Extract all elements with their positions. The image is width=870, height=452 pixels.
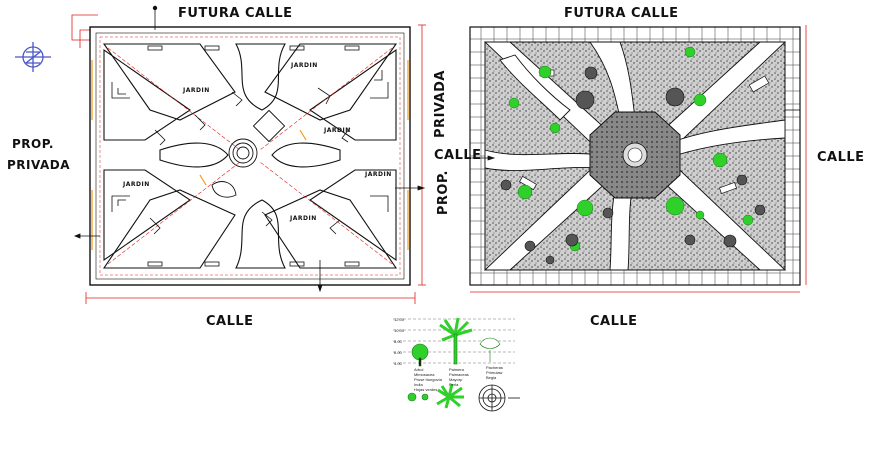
middle-street-label: CALLE [434, 148, 482, 163]
right-side-street-label: CALLE [817, 150, 865, 165]
left-bottom-street-label: CALLE [206, 314, 254, 329]
legend-caption-palm: Mayorp [449, 377, 463, 382]
legend-scale-value: 10.00 [394, 328, 405, 333]
legend-caption-tree: Arbol [414, 367, 424, 372]
legend-scale-value: 12.00 [394, 317, 405, 322]
legend-scale-value: 6.00 [394, 350, 402, 355]
legend-caption-tree: India [414, 382, 423, 387]
right-top-street-label: FUTURA CALLE [564, 6, 679, 21]
right-bottom-street-label: CALLE [590, 314, 638, 329]
legend-caption-palm: Palmaceas [449, 372, 469, 377]
jardin-label: JARDIN [290, 215, 317, 222]
legend-caption-palm: Perla [449, 382, 459, 387]
legend-caption-tree: Mimosacea [414, 372, 435, 377]
legend-scale-value: 8.00 [394, 339, 402, 344]
jardin-label: JARDIN [291, 62, 318, 69]
jardin-label: JARDIN [183, 87, 210, 94]
legend-caption-palm: Palmera [449, 367, 464, 372]
left-side-label-privada: PRIVADA [7, 158, 71, 172]
jardin-label: JARDIN [365, 171, 392, 178]
jardin-label: JARDIN [324, 127, 351, 134]
legend-scale-value: 4.00 [394, 361, 402, 366]
legend-caption-fern: Begia [486, 375, 497, 380]
legend-caption-fern: Primulaw [486, 370, 503, 375]
legend-caption-tree: Hojas verdes [414, 387, 438, 392]
legend-caption-fern: Pacheras [486, 365, 503, 370]
legend-caption-tree: Pruse Itungovia [414, 377, 442, 382]
jardin-label: JARDIN [123, 181, 150, 188]
left-side-label-prop: PROP. [12, 137, 54, 151]
left-top-street-label: FUTURA CALLE [178, 6, 293, 21]
